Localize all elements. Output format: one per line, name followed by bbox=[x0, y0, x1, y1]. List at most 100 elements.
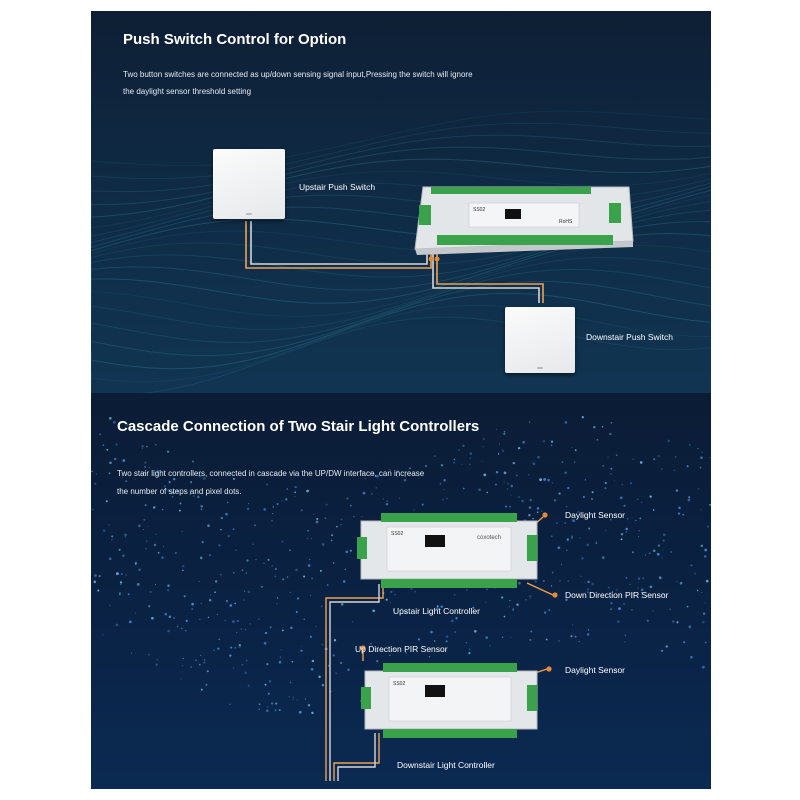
particle-dot bbox=[377, 650, 380, 653]
particle-dot bbox=[98, 575, 101, 577]
particle-dot bbox=[375, 486, 378, 489]
particle-dot bbox=[558, 492, 561, 495]
particle-dot bbox=[127, 593, 130, 596]
upper-controller-brand: coxotech bbox=[477, 535, 501, 541]
particle-dot bbox=[156, 471, 159, 474]
particle-dot bbox=[541, 510, 543, 512]
particle-dot bbox=[207, 616, 210, 619]
particle-dot bbox=[120, 583, 122, 586]
particle-dot bbox=[567, 580, 569, 582]
particle-dot bbox=[571, 537, 573, 539]
particle-dot bbox=[502, 636, 504, 638]
upstair-push-switch bbox=[213, 149, 285, 219]
particle-dot bbox=[275, 702, 278, 705]
particle-dot bbox=[439, 483, 442, 485]
particle-dot bbox=[462, 487, 465, 490]
particle-dot bbox=[528, 473, 530, 476]
particle-dot bbox=[155, 663, 158, 666]
particle-dot bbox=[593, 426, 596, 429]
particle-dot bbox=[657, 454, 660, 458]
particle-dot bbox=[340, 603, 344, 606]
particle-dot bbox=[116, 572, 119, 575]
particle-dot bbox=[646, 619, 649, 622]
particle-dot bbox=[588, 527, 591, 530]
particle-dot bbox=[641, 591, 643, 594]
particle-dot bbox=[176, 625, 179, 628]
particle-dot bbox=[595, 542, 597, 545]
particle-dot bbox=[469, 452, 473, 455]
particle-dot bbox=[143, 518, 146, 521]
particle-dot bbox=[271, 565, 273, 567]
particle-dot bbox=[340, 518, 343, 521]
particle-dot bbox=[653, 458, 656, 461]
particle-dot bbox=[332, 654, 335, 657]
particle-dot bbox=[499, 443, 500, 445]
particle-dot bbox=[676, 581, 678, 583]
particle-dot bbox=[638, 535, 640, 538]
particle-dot bbox=[152, 506, 156, 509]
particle-dot bbox=[125, 480, 128, 483]
particle-dot bbox=[618, 607, 621, 610]
particle-dot bbox=[258, 618, 260, 620]
particle-dot bbox=[442, 498, 444, 501]
particle-dot bbox=[539, 478, 542, 482]
particle-dot bbox=[434, 455, 436, 457]
particle-dot bbox=[528, 513, 531, 517]
particle-dot bbox=[349, 549, 352, 552]
particle-dot bbox=[138, 568, 141, 571]
particle-dot bbox=[289, 681, 292, 684]
particle-dot bbox=[183, 595, 186, 598]
upstair-switch-label: Upstair Push Switch bbox=[299, 182, 376, 192]
particle-dot bbox=[162, 509, 164, 511]
section-title-push: Push Switch Control for Option bbox=[123, 31, 347, 48]
particle-dot bbox=[97, 589, 100, 592]
particle-dot bbox=[146, 445, 148, 448]
particle-dot bbox=[115, 623, 119, 627]
particle-dot bbox=[620, 538, 623, 541]
particle-dot bbox=[124, 533, 127, 537]
particle-dot bbox=[505, 505, 507, 508]
particle-dot bbox=[704, 602, 706, 604]
particle-dot bbox=[577, 510, 580, 514]
particle-dot bbox=[529, 598, 531, 600]
particle-dot bbox=[260, 585, 263, 588]
particle-dot bbox=[203, 661, 206, 664]
particle-dot bbox=[266, 483, 268, 486]
particle-dot bbox=[233, 572, 235, 574]
particle-dot bbox=[642, 577, 645, 580]
particle-dot bbox=[574, 461, 576, 463]
particle-dot bbox=[274, 575, 277, 578]
particle-dot bbox=[662, 539, 665, 542]
particle-dot bbox=[246, 507, 250, 511]
particle-dot bbox=[564, 421, 568, 424]
particle-dot bbox=[512, 461, 515, 465]
particle-dot bbox=[182, 565, 185, 568]
particle-dot bbox=[403, 478, 407, 482]
wave-line bbox=[91, 158, 711, 218]
particle-dot bbox=[203, 477, 206, 480]
particle-dot bbox=[310, 537, 313, 540]
particle-dot bbox=[225, 512, 228, 516]
particle-dot bbox=[326, 584, 329, 586]
particle-dot bbox=[587, 629, 590, 631]
particle-dot bbox=[185, 490, 187, 493]
particle-dot bbox=[255, 558, 257, 561]
particle-dot bbox=[674, 456, 677, 458]
particle-dot bbox=[404, 475, 407, 478]
particle-dot bbox=[508, 505, 512, 508]
particle-dot bbox=[672, 620, 675, 623]
particle-dot bbox=[267, 558, 270, 561]
particle-dot bbox=[131, 652, 133, 654]
particle-dot bbox=[605, 529, 607, 532]
particle-dot bbox=[149, 590, 152, 594]
particle-dot bbox=[225, 600, 228, 603]
particle-dot bbox=[234, 602, 236, 605]
particle-dot bbox=[174, 552, 177, 555]
particle-dot bbox=[91, 470, 93, 473]
particle-dot bbox=[203, 658, 206, 661]
particle-dot bbox=[300, 649, 303, 652]
particle-dot bbox=[453, 593, 456, 596]
particle-dot bbox=[122, 459, 126, 462]
particle-dot bbox=[393, 648, 396, 650]
particle-dot bbox=[191, 602, 194, 606]
